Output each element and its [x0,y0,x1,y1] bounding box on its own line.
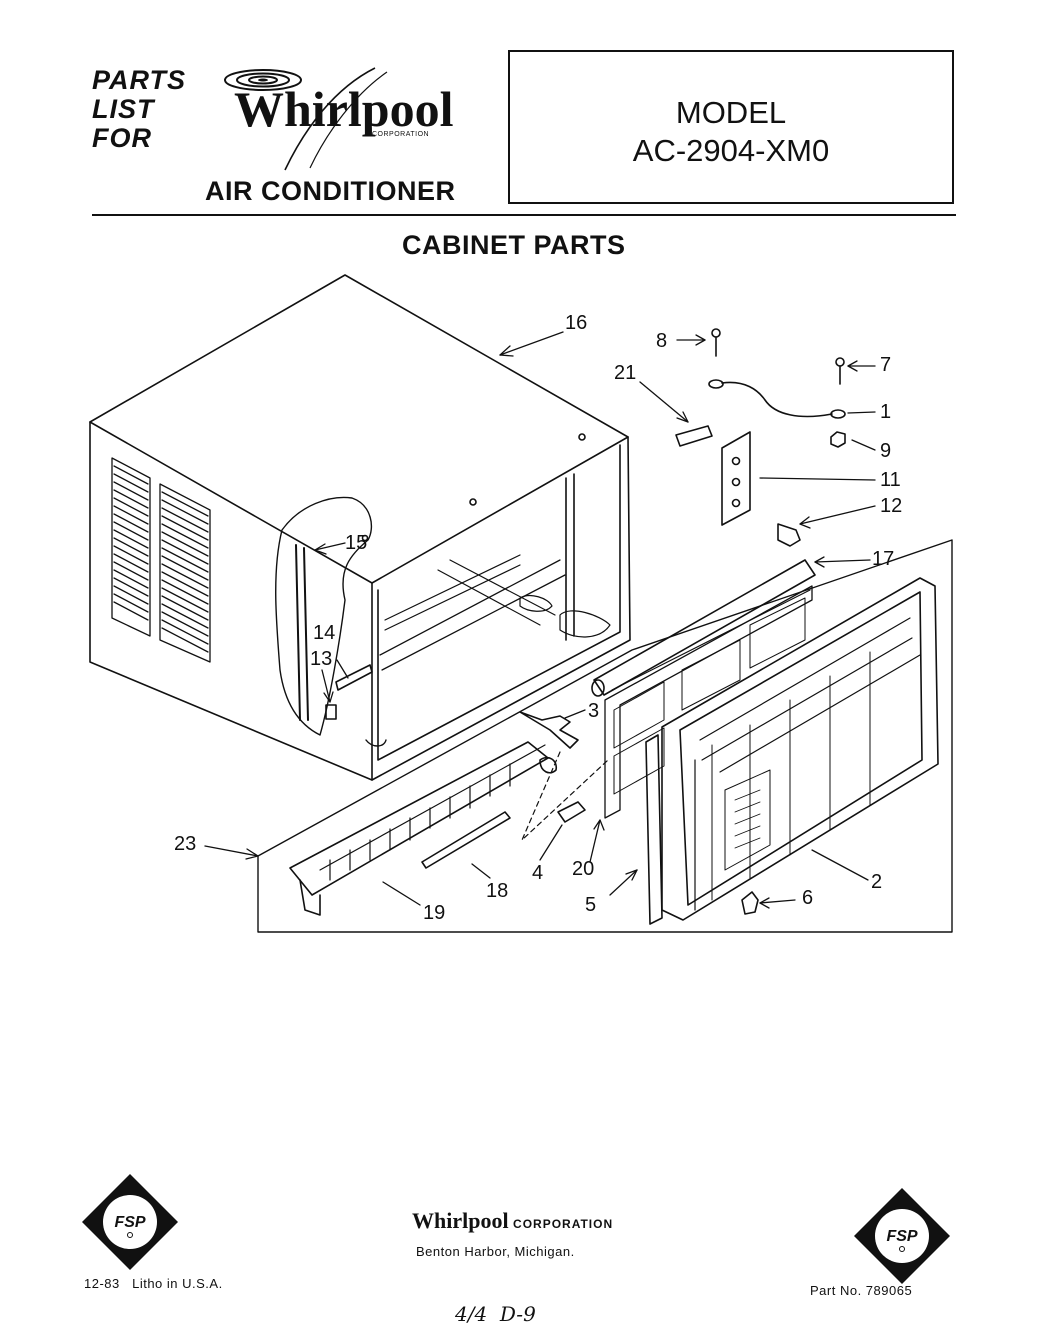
callout-11: 11 [880,469,901,491]
front-grille-part [661,577,939,921]
parts-line: PARTS [92,65,187,95]
callout-13: 13 [310,648,333,670]
model-label: MODEL [675,95,787,130]
whirlpool-brand: Whirlpool [234,81,454,137]
callout-21: 21 [614,362,637,384]
part-23-frame [257,539,953,933]
callout-23: 23 [174,833,197,855]
part-21-strip [675,425,713,447]
callout-9: 9 [880,440,892,462]
callout-3: 3 [588,700,600,722]
callout-8: 8 [656,330,668,352]
louvre-bracket-part [289,741,558,916]
callout-leaders [204,331,876,909]
for-line: FOR [92,123,152,153]
footer-part-number: Part No. 789065 [810,1283,913,1298]
product-title: AIR CONDITIONER [205,176,456,206]
callout-16: 16 [565,312,588,334]
ground-wire-assembly [708,328,846,448]
callout-5: 5 [585,894,597,916]
part-17-bar [593,559,816,696]
whirlpool-swirl-logo-icon [224,67,388,171]
fsp-logo-right-text: FSP [886,1228,917,1245]
callout-17: 17 [872,548,895,570]
fsp-logo-right-icon: FSP [854,1188,950,1284]
list-line: LIST [92,94,155,124]
callout-18: 18 [486,880,509,902]
callout-7: 7 [880,354,892,376]
callout-14: 14 [313,622,336,644]
callout-2: 2 [871,871,883,893]
part-18-rod [421,811,511,869]
callout-15: 15 [345,532,368,554]
callout-1: 1 [880,401,892,423]
parts-list-for-label: PARTS LIST FOR [92,66,186,153]
section-title: CABINET PARTS [402,230,626,260]
cabinet-wrapper-part [89,274,631,781]
filter-part [604,585,813,819]
part-11-plate [721,431,751,526]
callout-20: 20 [572,858,595,880]
whirlpool-corporation-small: CORPORATION [372,131,430,138]
fsp-logo-left-text: FSP [114,1214,145,1231]
callout-4: 4 [532,862,544,884]
footer-brand-line: Whirlpool CORPORATION [412,1208,613,1234]
part-4 [557,801,586,823]
fsp-logo-left-icon: FSP [82,1174,178,1270]
handwritten-note: 4/4 D-9 [455,1302,536,1326]
footer-litho: 12-83 Litho in U.S.A. [84,1276,223,1291]
part-3 [519,711,579,749]
model-number: AC-2904-XM0 [632,133,830,168]
footer-brand: Whirlpool [412,1208,509,1233]
part-6-clip [741,891,759,915]
callout-6: 6 [802,887,814,909]
callout-12: 12 [880,495,903,517]
header-divider [92,214,956,216]
part-5-strip [645,734,663,925]
footer-corporation: CORPORATION [513,1217,614,1231]
callout-19: 19 [423,902,446,924]
part-12-screw [777,523,801,547]
footer-address: Benton Harbor, Michigan. [416,1244,575,1259]
model-box: MODEL AC-2904-XM0 [508,50,954,204]
